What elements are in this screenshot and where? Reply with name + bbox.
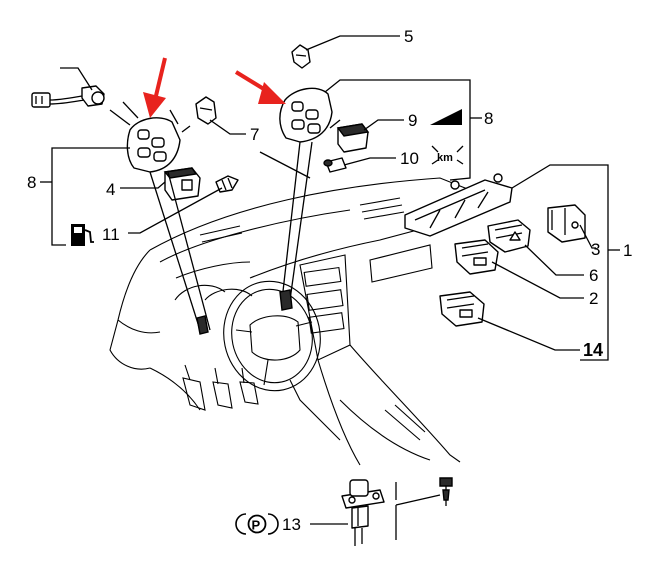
switch-part-9	[336, 123, 370, 153]
triangle-ramp-icon	[430, 109, 462, 125]
parking-brake-icon: P	[235, 513, 279, 535]
callout-5: 5	[404, 27, 413, 46]
leader-lines	[40, 35, 620, 540]
screw-fastener	[439, 477, 453, 506]
left-steering-wheel-control	[109, 101, 191, 173]
fuel-pump-icon	[71, 224, 94, 246]
right-steering-wheel-control	[279, 87, 333, 143]
switch-part-4	[163, 167, 201, 201]
callout-7: 7	[250, 125, 259, 144]
switch-housing-bracket	[404, 173, 513, 237]
clip-part-7	[195, 96, 217, 125]
callout-8-right: 8	[484, 109, 493, 128]
parking-brake-switch-part-13	[341, 479, 385, 546]
parking-letter: P	[252, 518, 261, 533]
wiring-connector	[31, 67, 105, 108]
clip-part-5	[291, 44, 311, 69]
left-harness-plug	[196, 315, 209, 335]
callout-14: 14	[583, 340, 603, 360]
km-reset-icon: km	[431, 145, 464, 165]
callout-13: 13	[282, 515, 301, 534]
switch-part-3	[547, 204, 586, 243]
callout-1: 1	[623, 241, 632, 260]
callout-6: 6	[589, 266, 598, 285]
callout-10: 10	[400, 149, 419, 168]
callout-11: 11	[102, 225, 120, 244]
hazard-switch-part-6	[487, 219, 531, 253]
callout-3: 3	[591, 240, 600, 259]
switch-part-14	[439, 291, 485, 327]
callout-8-left: 8	[27, 173, 36, 192]
callout-2: 2	[589, 289, 598, 308]
right-harness-plug	[279, 289, 293, 311]
callout-9: 9	[408, 111, 417, 130]
km-label: km	[437, 152, 453, 164]
switch-part-2	[454, 239, 499, 275]
callout-4: 4	[106, 180, 115, 199]
bulb-part-10	[323, 157, 347, 173]
highlight-arrow-left	[143, 57, 167, 118]
highlight-arrow-right	[234, 70, 286, 104]
